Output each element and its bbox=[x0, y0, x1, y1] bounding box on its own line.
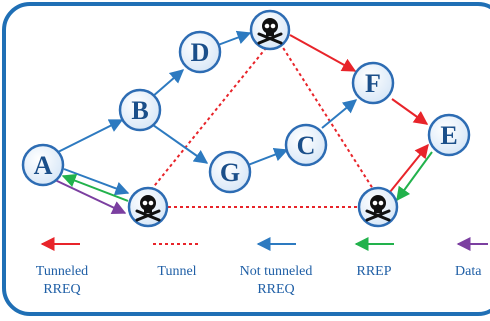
legend-not-tunneled-rreq: Not tunneled RREQ bbox=[240, 237, 313, 297]
legend-not-tunneled-rreq-label-line1: Not tunneled bbox=[240, 264, 313, 279]
edge-b-g bbox=[152, 124, 209, 164]
node-e-label: E bbox=[440, 121, 457, 150]
edge-m2-a-rrep bbox=[61, 173, 129, 202]
legend-data: Data bbox=[455, 237, 488, 279]
node-b: B bbox=[118, 88, 162, 132]
edge-f-e bbox=[391, 98, 429, 125]
edge-d-m1 bbox=[217, 30, 252, 46]
legend-tunneled-rreq-label-line1: Tunneled bbox=[36, 264, 88, 279]
edge-c-f bbox=[321, 99, 358, 129]
legend-tunneled-rreq-label-line2: RREQ bbox=[43, 282, 80, 297]
edge-a-b bbox=[57, 119, 124, 153]
tunnel-links bbox=[150, 42, 376, 208]
rrep-edges bbox=[61, 151, 433, 202]
malicious-node-m2 bbox=[127, 186, 169, 228]
tunneled-rreq-edges bbox=[289, 34, 429, 193]
legend-tunneled-rreq: Tunneled RREQ bbox=[36, 237, 88, 297]
edge-e-m3-rrep bbox=[396, 151, 433, 202]
node-f-label: F bbox=[365, 69, 381, 98]
skull-crossbones-icon bbox=[135, 195, 161, 222]
node-g-label: G bbox=[220, 158, 240, 187]
legend-rrep-label: RREP bbox=[356, 264, 391, 279]
edge-m3-e bbox=[389, 143, 429, 193]
node-c: C bbox=[284, 123, 328, 167]
edge-b-d bbox=[151, 69, 185, 98]
node-f: F bbox=[351, 61, 395, 105]
tunnel-link-m1-m2 bbox=[150, 42, 271, 191]
malicious-node-m3 bbox=[357, 186, 399, 228]
data-edges bbox=[54, 179, 127, 214]
node-d-label: D bbox=[191, 38, 210, 67]
edge-m1-f bbox=[289, 34, 357, 72]
edge-a-m2 bbox=[63, 168, 130, 196]
malicious-node-m1 bbox=[249, 9, 291, 51]
legend-tunnel: Tunnel bbox=[153, 243, 201, 279]
node-g: G bbox=[208, 150, 252, 194]
diagram-frame bbox=[2, 2, 490, 316]
node-a: A bbox=[21, 143, 65, 187]
node-a-label: A bbox=[34, 151, 53, 180]
skull-crossbones-icon bbox=[365, 195, 391, 222]
node-d: D bbox=[178, 30, 222, 74]
skull-crossbones-icon bbox=[257, 18, 283, 45]
legend-data-label: Data bbox=[455, 264, 482, 279]
edge-g-c bbox=[247, 147, 289, 166]
node-c-label: C bbox=[297, 131, 316, 160]
not-tunneled-rreq-edges bbox=[57, 30, 358, 196]
legend-not-tunneled-rreq-label-line2: RREQ bbox=[257, 282, 294, 297]
legend-rrep: RREP bbox=[354, 237, 394, 279]
legend: Tunneled RREQ Tunnel Not tunneled RREQ R… bbox=[36, 237, 488, 297]
node-e: E bbox=[427, 113, 471, 157]
node-b-label: B bbox=[131, 96, 148, 125]
edge-a-m2-data bbox=[54, 179, 127, 214]
tunnel-link-m1-m3 bbox=[279, 42, 376, 193]
legend-tunnel-label: Tunnel bbox=[157, 264, 196, 279]
